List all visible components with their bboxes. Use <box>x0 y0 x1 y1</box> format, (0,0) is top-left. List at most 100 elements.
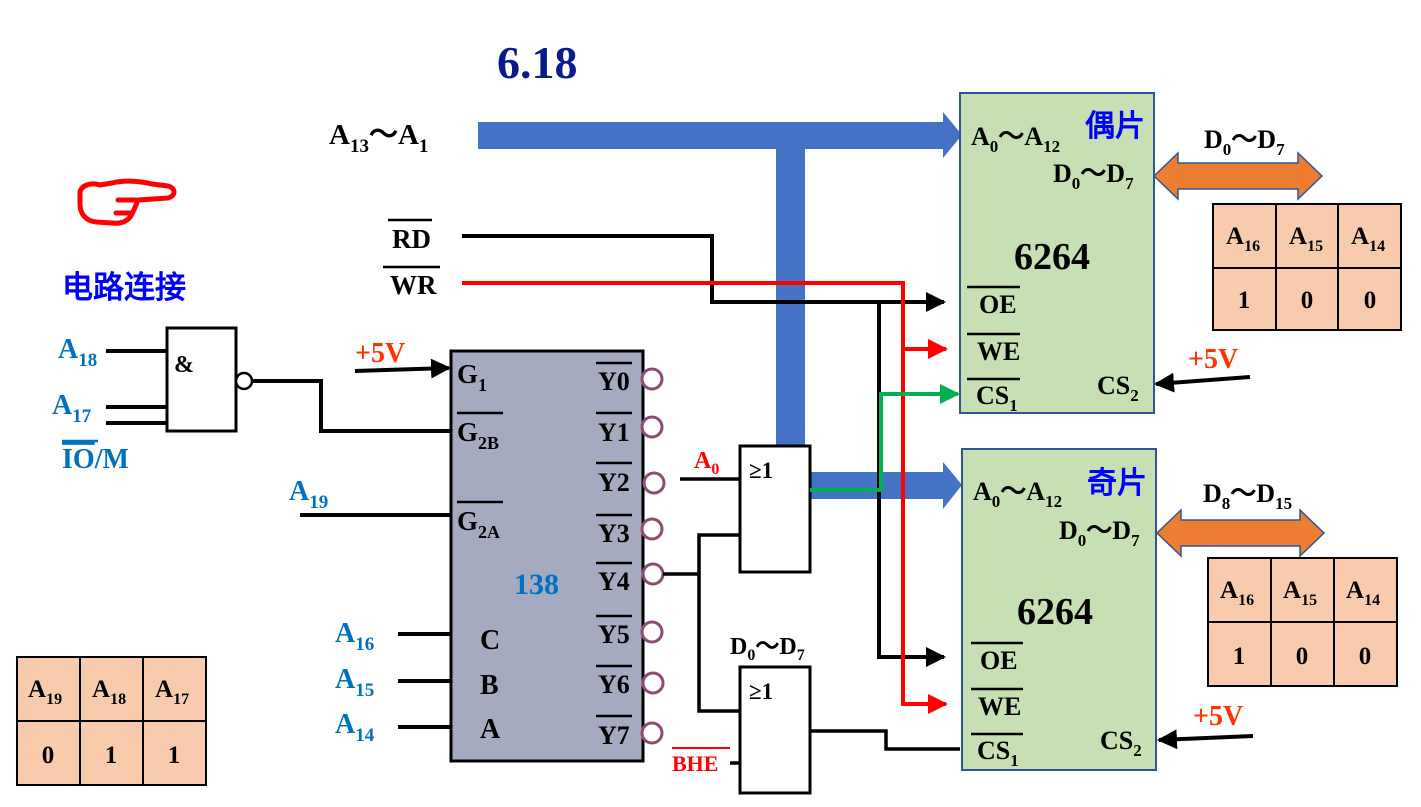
or-gate-lower-input-bhe: BHE <box>672 751 718 776</box>
input-label-a17: A17 <box>52 390 92 427</box>
chip-even-cs2-label: CS2 <box>1097 371 1139 405</box>
chip-even-name: 6264 <box>1014 236 1090 278</box>
table-cell: 0 <box>1364 287 1377 314</box>
data-bus-odd <box>1155 508 1326 558</box>
chip-even-cs1-label: CS1 <box>976 381 1018 415</box>
output-bubble-y4 <box>641 562 665 586</box>
decoder-g1-label: G1 <box>457 359 487 395</box>
chip-odd-cs2-wire <box>1157 729 1254 750</box>
chip-even-plus5v: +5V <box>1188 344 1238 375</box>
wr-line <box>462 281 948 714</box>
input-label-iom: IO/M <box>62 444 129 475</box>
chip-odd-oe-label: OE <box>980 646 1018 675</box>
decoder-label: 138 <box>514 568 559 601</box>
chip-odd-we-label: WE <box>978 692 1021 721</box>
page-title: 6.18 <box>497 37 578 88</box>
decoder-output-y3: Y3 <box>598 519 630 548</box>
table-header-cell: A16 <box>1226 223 1260 255</box>
or-gate-lower-wires <box>730 729 960 765</box>
decoder-outputs: Y0 Y1 Y2 Y3 Y4 Y5 Y6 Y7 <box>596 361 666 750</box>
decoder-g1-wire <box>354 358 451 379</box>
or-gate-lower-top-label: D0～D7 <box>730 634 805 664</box>
decoder-select-c: C <box>480 625 500 656</box>
table-cell: 0 <box>42 742 55 769</box>
nand-inversion-bubble <box>234 371 254 391</box>
decoder-select-b: B <box>480 670 499 701</box>
table-cell: 1 <box>1233 643 1246 670</box>
chip-even-addr-label: A0～A12 <box>971 122 1060 156</box>
decoder-output-y4: Y4 <box>598 567 630 596</box>
nand-wires <box>106 349 450 433</box>
input-label-a16: A16 <box>335 618 374 655</box>
data-bus-even-label: D0～D7 <box>1204 125 1285 159</box>
chip-odd-cs1-label: CS1 <box>977 736 1019 770</box>
decoder-output-y2: Y2 <box>598 468 630 497</box>
output-bubble-y6 <box>641 671 665 695</box>
table-cell: 1 <box>105 742 118 769</box>
chip-even-we-label: WE <box>977 337 1020 366</box>
memory-chip-even <box>959 92 1155 414</box>
table-header-cell: A15 <box>1289 223 1323 255</box>
pointing-hand-icon <box>77 178 177 226</box>
decoder-g2a-label: G2A <box>457 506 500 542</box>
chip-odd-cs2-label: CS2 <box>1100 726 1142 760</box>
output-bubble-y1 <box>640 415 664 439</box>
output-bubble-y3 <box>640 517 664 541</box>
table-header-cell: A14 <box>1351 223 1385 255</box>
table-header-cell: A17 <box>155 676 189 708</box>
table-cell: 0 <box>1301 287 1314 314</box>
table-header-cell: A18 <box>92 676 126 708</box>
chip-odd-addr-label: A0～A12 <box>973 477 1062 511</box>
decoder-output-y0: Y0 <box>598 367 630 396</box>
or-gate-upper <box>738 444 812 574</box>
decoder-input-wires <box>300 513 450 729</box>
chip-even-cs2-wire <box>1154 372 1251 393</box>
nand-symbol: & <box>174 352 194 378</box>
decoder-output-y7: Y7 <box>598 721 630 750</box>
cs1-line <box>810 384 960 492</box>
output-bubble-y7 <box>640 721 664 745</box>
input-label-a15: A15 <box>335 664 374 701</box>
wr-label: WR <box>390 270 437 300</box>
input-label-a19: A19 <box>289 476 328 513</box>
or-gate-upper-symbol: ≥1 <box>749 458 773 483</box>
decoder-138 <box>449 349 645 763</box>
output-bubble-y5 <box>640 620 664 644</box>
or-gate-upper-input-a0: A0 <box>694 448 719 478</box>
address-table-odd: A16 A15 A14 1 0 0 <box>1207 557 1398 687</box>
chip-even-tag: 偶片 <box>1085 109 1145 144</box>
chip-odd-name: 6264 <box>1017 591 1093 633</box>
decoder-output-y5: Y5 <box>598 620 630 649</box>
output-bubble-y0 <box>640 367 664 391</box>
chip-even-data-label: D0～D7 <box>1053 159 1134 193</box>
or-gate-upper-wires <box>663 477 740 713</box>
data-bus-odd-label: D8～D15 <box>1203 479 1292 513</box>
chip-odd-tag: 奇片 <box>1087 466 1147 501</box>
table-header-cell: A15 <box>1283 577 1317 609</box>
decoder-plus5v: +5V <box>355 338 405 369</box>
table-header-cell: A19 <box>28 676 62 708</box>
or-gate-lower <box>738 665 812 795</box>
address-table-decoder: A19 A18 A17 0 1 1 <box>16 656 207 786</box>
table-header-cell: A14 <box>1346 577 1380 609</box>
decoder-output-y1: Y1 <box>598 418 630 447</box>
input-label-a14: A14 <box>335 709 375 746</box>
data-bus-even <box>1152 151 1324 201</box>
memory-chip-odd <box>961 448 1157 771</box>
output-bubble-y2 <box>642 471 666 495</box>
section-label: 电路连接 <box>62 270 186 306</box>
address-table-even: A16 A15 A14 1 0 0 <box>1212 203 1402 331</box>
decoder-g2b-label: G2B <box>457 417 499 453</box>
decoder-select-a: A <box>480 714 501 745</box>
table-cell: 1 <box>168 742 181 769</box>
address-bus-label: A13～A1 <box>329 119 428 157</box>
chip-odd-data-label: D0～D7 <box>1059 516 1140 550</box>
table-cell: 0 <box>1359 643 1372 670</box>
or-gate-lower-symbol: ≥1 <box>749 679 773 704</box>
decoder-output-y6: Y6 <box>598 670 630 699</box>
nand-gate <box>165 326 238 433</box>
rd-label: RD <box>392 224 431 254</box>
table-header-cell: A16 <box>1220 577 1254 609</box>
table-cell: 0 <box>1296 643 1309 670</box>
